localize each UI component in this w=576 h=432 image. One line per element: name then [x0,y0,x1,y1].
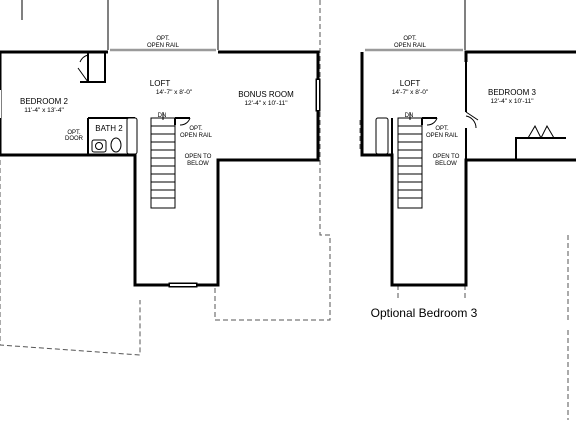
alt-opt-open-rail-top-line2: OPEN RAIL [394,43,427,49]
sink-bowl [95,142,103,150]
alt-opt-open-rail-stair-line2: OPEN RAIL [426,133,459,139]
bedroom3-dimensions: 12'-4" x 10'-11" [490,98,534,105]
window-bottom-frame [168,282,198,288]
alt-opt-open-rail-stair-line1: OPT. [435,126,449,132]
opt-door-line1: OPT. [67,130,81,136]
opt-door-line2: DOOR [65,136,84,142]
loft-label: LOFT [150,79,171,88]
alt-exterior-walls [360,50,576,287]
main-plan: OPT. OPEN RAIL LOFT 14'-7" x 8'-0" BONUS… [0,0,331,356]
bonus-room-label: BONUS ROOM [238,90,294,99]
alt-opt-open-rail-top-line1: OPT. [403,36,417,42]
loft-dimensions: 14'-7" x 8'-0" [156,89,193,96]
alt-stair-down-label: DN [405,113,414,119]
bath-tub [126,117,138,155]
alt-open-to-below-line2: BELOW [435,161,457,167]
bedroom2-partitions [80,52,136,155]
alt-open-to-below-line1: OPEN TO [433,154,460,160]
alternate-plan: OPT. OPEN RAIL LOFT 14'-7" x 8'-0" BEDRO… [359,0,576,420]
bedroom3-door-swing [465,111,479,129]
optional-bedroom3-caption: Optional Bedroom 3 [371,306,478,320]
lower-floor-outline [0,0,331,356]
upper-wall-stubs [21,0,219,50]
open-to-below-line1: OPEN TO [185,154,212,160]
opt-open-rail-top-line2: OPEN RAIL [147,43,180,49]
bonus-room-dimensions: 12'-4" x 10'-11" [244,100,288,107]
window-right-frame [315,78,321,112]
closet-door-swing [77,54,89,83]
bath-toilet [110,137,122,153]
stair-down-label: DN [158,113,167,119]
opt-open-rail-top-line1: OPT. [156,36,170,42]
bedroom2-dimensions: 11'-4" x 13'-4" [24,107,64,114]
alt-loft-dimensions: 14'-7" x 8'-0" [392,89,429,96]
bedroom3-closet [515,137,566,160]
opt-open-rail-stair-line1: OPT. [189,126,203,132]
bedroom2-label: BEDROOM 2 [20,97,69,106]
stair [150,112,191,209]
alt-stair [397,112,438,209]
alt-bath-tub [375,117,389,155]
alt-loft-label: LOFT [400,79,421,88]
opt-open-rail-stair-line2: OPEN RAIL [180,133,213,139]
bath2-label: BATH 2 [95,124,123,133]
bedroom3-label: BEDROOM 3 [488,88,537,97]
open-to-below-line2: BELOW [187,161,209,167]
closet-bifold [527,124,555,140]
